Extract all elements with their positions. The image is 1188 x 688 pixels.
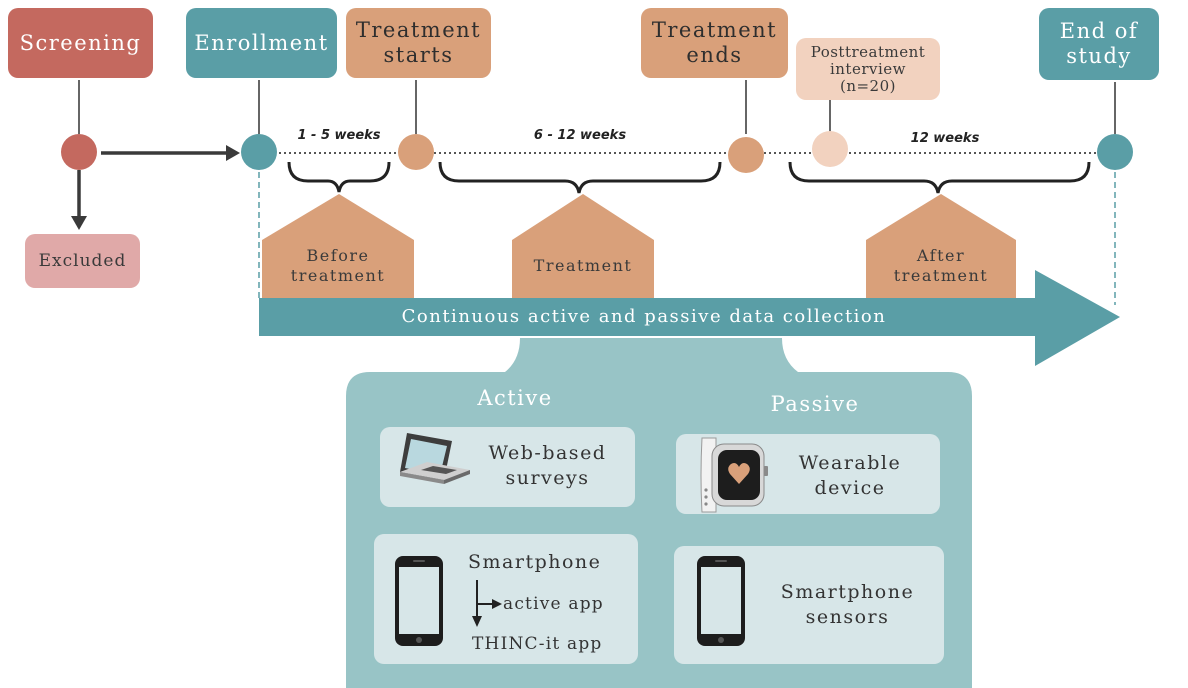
screening-label: Screening bbox=[19, 30, 142, 55]
smartphone-icon-active bbox=[395, 556, 443, 646]
brace-before bbox=[287, 161, 391, 193]
laptop-icon bbox=[400, 433, 470, 484]
thinc-app-label: THINC-it app bbox=[472, 634, 603, 654]
active-heading: Active bbox=[477, 386, 553, 410]
phase-treatment-shape bbox=[512, 194, 654, 300]
treatment-ends-box: Treatment ends bbox=[641, 8, 788, 78]
phase-after-label: After treatment bbox=[893, 246, 989, 285]
brace-treatment bbox=[438, 161, 722, 194]
active-app-arrow-head bbox=[492, 599, 502, 609]
screening-box: Screening bbox=[8, 8, 153, 78]
smartphone-icon-sensors bbox=[697, 556, 745, 646]
enrollment-node bbox=[241, 134, 277, 170]
treatment-ends-label: Treatment ends bbox=[651, 18, 778, 67]
excluded-box: Excluded bbox=[25, 234, 140, 288]
enrollment-box: Enrollment bbox=[186, 8, 337, 78]
wearable-label: Wearable device bbox=[798, 452, 902, 499]
end-of-study-label: End of study bbox=[1059, 19, 1139, 68]
interview-node bbox=[812, 131, 848, 167]
phase-after-shape bbox=[866, 194, 1016, 300]
duration-treatment: 6 - 12 weeks bbox=[533, 128, 627, 143]
duration-after: 12 weeks bbox=[910, 131, 980, 146]
phase-treatment-label: Treatment bbox=[533, 256, 633, 275]
posttreatment-interview-box: Posttreatment interview (n=20) bbox=[796, 38, 940, 100]
treatment-ends-node bbox=[728, 137, 764, 173]
excluded-arrow-head bbox=[71, 216, 87, 230]
phase-before-label: Before treatment bbox=[290, 246, 386, 285]
active-app-label: active app bbox=[503, 594, 604, 614]
phase-before-shape bbox=[262, 194, 414, 300]
treatment-starts-node bbox=[398, 134, 434, 170]
enrollment-label: Enrollment bbox=[194, 30, 329, 55]
sensors-label: Smartphone sensors bbox=[780, 581, 915, 628]
brace-after bbox=[788, 161, 1091, 194]
collection-arrow bbox=[259, 270, 1120, 366]
smartphone-label: Smartphone bbox=[468, 551, 602, 573]
end-node bbox=[1097, 134, 1133, 170]
thinc-arrow-head bbox=[472, 616, 482, 627]
treatment-starts-label: Treatment starts bbox=[355, 18, 482, 67]
enroll-arrow-head bbox=[226, 145, 240, 161]
duration-before: 1 - 5 weeks bbox=[297, 128, 381, 143]
passive-heading: Passive bbox=[770, 392, 860, 416]
excluded-label: Excluded bbox=[38, 250, 127, 271]
smartwatch-icon bbox=[700, 437, 768, 513]
web-surveys-label: Web-based surveys bbox=[488, 442, 607, 489]
end-of-study-box: End of study bbox=[1039, 8, 1159, 80]
posttreatment-interview-label: Posttreatment interview (n=20) bbox=[810, 42, 926, 95]
screening-node bbox=[61, 134, 97, 170]
collection-arrow-label: Continuous active and passive data colle… bbox=[401, 306, 887, 327]
treatment-starts-box: Treatment starts bbox=[346, 8, 491, 78]
